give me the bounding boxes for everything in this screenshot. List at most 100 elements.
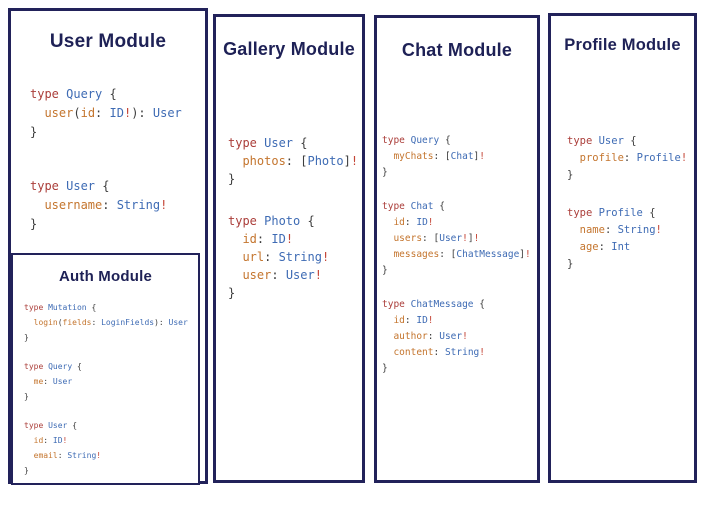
code-token: messages [382, 249, 440, 260]
code-token: : [91, 318, 102, 327]
chat-module-panel: Chat Module type Query { myChats: [Chat]… [374, 15, 540, 483]
code-token: } [382, 363, 388, 374]
code-token: ! [473, 233, 480, 244]
code-token: : [ [422, 233, 440, 244]
code-token: { [649, 207, 656, 219]
code-token: : [271, 268, 286, 282]
code-token: ): [154, 318, 169, 327]
code-token: Query [66, 87, 110, 101]
code-token: User [152, 106, 182, 120]
code-token: ! [427, 217, 434, 228]
code-token: id [228, 232, 257, 246]
code-line: users: [User!]! [382, 231, 531, 247]
code-token: User [66, 179, 103, 193]
code-line: login(fields: LoginFields): User [24, 315, 188, 330]
code-token: profile [567, 152, 624, 164]
code-token: Chat [410, 201, 440, 212]
code-token: user [30, 106, 74, 120]
code-token: { [307, 214, 315, 228]
code-token: LoginFields [101, 318, 155, 327]
code-token: ] [473, 151, 480, 162]
code-token: } [567, 258, 574, 270]
code-token: type [382, 135, 411, 146]
code-token: ID [271, 232, 286, 246]
code-token: ! [314, 268, 322, 282]
code-token: type [24, 421, 49, 430]
code-token: type [382, 299, 411, 310]
code-token: User [439, 331, 463, 342]
code-token: name [567, 224, 605, 236]
code-token: : [43, 436, 53, 445]
profile-module-panel: Profile Module type User { profile: Prof… [548, 13, 697, 483]
code-line: photos: [Photo]! [228, 152, 358, 170]
code-token: : [ [285, 154, 308, 168]
code-token: me [24, 377, 44, 386]
code-line: author: User! [382, 329, 531, 345]
code-line: messages: [ChatMessage]! [382, 247, 531, 263]
code-token: ! [427, 315, 434, 326]
code-token: ! [462, 233, 468, 244]
code-token: ChatMessage [456, 249, 520, 260]
user-module-title: User Module [49, 31, 167, 52]
code-token: Photo [264, 214, 308, 228]
code-token: type [24, 303, 49, 312]
code-token: { [300, 136, 308, 150]
code-token: author [382, 331, 428, 342]
code-line: name: String! [567, 222, 687, 239]
code-line: type User { [24, 418, 188, 433]
code-line: } [24, 330, 188, 345]
code-token: { [77, 362, 82, 371]
code-token: } [24, 392, 29, 401]
code-token: User [264, 136, 301, 150]
code-token: photos [228, 154, 286, 168]
code-token: ! [479, 347, 485, 358]
code-token: id [24, 436, 44, 445]
code-token: Profile [598, 207, 650, 219]
code-token: : [57, 451, 68, 460]
code-line: type User { [30, 177, 182, 196]
code-token: ! [123, 106, 132, 120]
code-line: } [24, 389, 188, 404]
code-token: users [382, 233, 423, 244]
code-token: ] [519, 249, 526, 260]
code-token: id [382, 217, 405, 228]
code-token: type [228, 214, 265, 228]
code-line: me: User [24, 374, 188, 389]
gallery-module-panel: Gallery Module type User { photos: [Phot… [213, 14, 365, 483]
code-line: } [228, 284, 358, 302]
code-token: Profile [636, 152, 681, 164]
code-token: ] [467, 233, 474, 244]
code-token: { [102, 179, 110, 193]
code-token: } [567, 169, 574, 181]
code-block: type Chat { id: ID! users: [User!]! mess… [382, 199, 531, 279]
chat-module-title: Chat Module [401, 40, 513, 60]
code-token: type [30, 179, 67, 193]
code-token: : [433, 347, 445, 358]
code-line: type Query { [24, 359, 188, 374]
code-token: ! [655, 224, 662, 236]
code-token: ID [416, 315, 428, 326]
code-token: String [617, 224, 656, 236]
code-line: } [382, 263, 531, 279]
code-token: User [439, 233, 463, 244]
code-line: id: ID! [382, 313, 531, 329]
code-token: : [404, 315, 417, 326]
code-token: { [109, 87, 117, 101]
code-token: : [604, 224, 618, 236]
code-token: ChatMessage [410, 299, 480, 310]
code-line: id: ID! [382, 215, 531, 231]
code-token: id [382, 315, 405, 326]
code-token: age [567, 241, 599, 253]
code-token: ! [680, 152, 688, 164]
code-token: email [24, 451, 58, 460]
auth-module-code: type Mutation { login(fields: LoginField… [24, 300, 188, 492]
code-token: User [48, 421, 73, 430]
code-token: { [72, 421, 78, 430]
code-token: type [382, 201, 411, 212]
code-token: } [30, 125, 38, 139]
code-line: } [382, 361, 531, 377]
chat-module-code: type Query { myChats: [Chat]!}type Chat … [382, 133, 531, 395]
code-token: ! [525, 249, 531, 260]
code-token: username [30, 198, 103, 212]
code-line: type Mutation { [24, 300, 188, 315]
